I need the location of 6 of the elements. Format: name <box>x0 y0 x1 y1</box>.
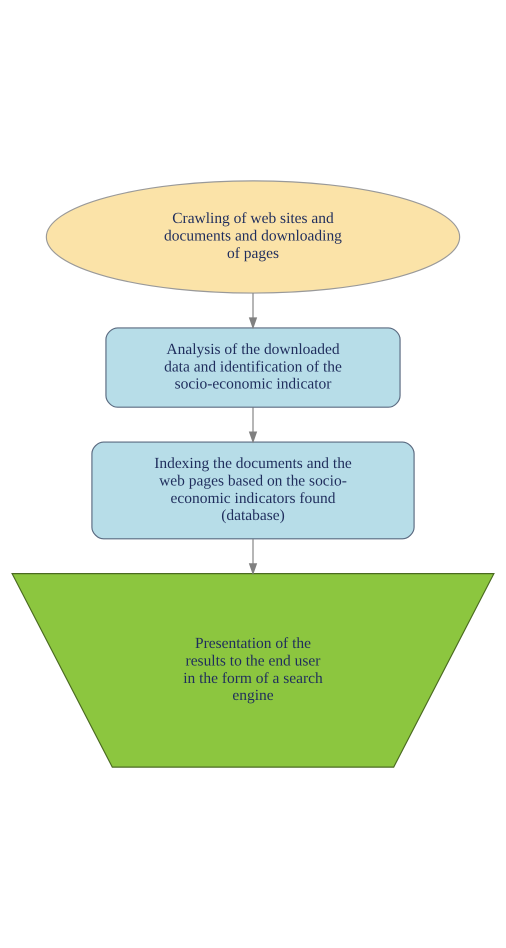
arrow <box>248 407 258 444</box>
node-box: Indexing the documents and the web pages based on the socio-economic indicators found (database) <box>91 441 415 540</box>
node-box: Analysis of the downloaded data and identification of the socio-economic indicator <box>105 327 401 408</box>
arrow <box>248 293 258 330</box>
arrow <box>248 539 258 576</box>
node-ellipse: Crawling of web sites and documents and downloading of pages <box>46 180 460 294</box>
